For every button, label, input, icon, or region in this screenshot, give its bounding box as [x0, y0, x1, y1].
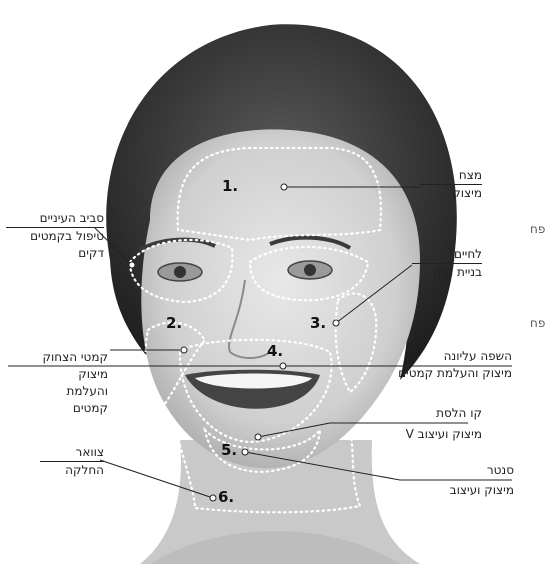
- marker-4: [280, 363, 286, 369]
- label-lip-title: השפה עליונה: [375, 348, 512, 365]
- label-neck: צוואר החלקה: [40, 444, 104, 479]
- label-upper-lip: השפה עליונה מיצוק והעלמת קמטים: [375, 348, 512, 382]
- label-jawline: קו הלסת מיצוק ועיצוב V: [392, 405, 482, 443]
- label-neck-line1: החלקה: [40, 462, 104, 479]
- label-laugh-line2: והעלמת: [8, 383, 108, 400]
- label-eyes-line2: דקים: [6, 245, 104, 262]
- label-laugh-title: קמטי הצחוק: [8, 349, 108, 366]
- zone-number-2: 2.: [166, 314, 182, 332]
- zone-number-1: 1.: [222, 177, 238, 195]
- label-laugh-line3: קמטים: [8, 400, 108, 417]
- edge-fragment-1: פח: [530, 222, 545, 236]
- label-forehead-title: מצח: [420, 167, 482, 185]
- label-laugh-lines: קמטי הצחוק מיצוק והעלמת קמטים: [8, 349, 108, 417]
- zone-number-6: 6.: [218, 488, 234, 506]
- label-chin: סנטר מיצוק ועיצוב: [440, 462, 514, 499]
- label-eyes: סביב העיניים טיפול בקמטים דקים: [6, 210, 104, 262]
- marker-2: [181, 347, 187, 353]
- marker-3: [333, 320, 339, 326]
- zone-number-3: 3.: [310, 314, 326, 332]
- marker-eyes: [129, 262, 135, 268]
- label-laugh-line1: מיצוק: [8, 366, 108, 383]
- label-lip-line1: מיצוק והעלמת קמטים: [375, 365, 512, 382]
- marker-6: [210, 495, 216, 501]
- zone-number-5: 5.: [221, 441, 237, 459]
- label-chin-title: סנטר: [440, 462, 514, 479]
- label-jaw-line1: מיצוק ועיצוב V: [392, 426, 482, 443]
- label-jaw-title: קו הלסת: [392, 405, 482, 422]
- edge-fragment-2: פח: [530, 316, 545, 330]
- label-eyes-title: סביב העיניים: [6, 210, 104, 228]
- label-cheeks-line1: בניית נפח: [412, 264, 482, 281]
- zone-number-4: 4.: [267, 342, 283, 360]
- label-neck-title: צוואר: [40, 444, 104, 462]
- label-eyes-line1: טיפול בקמטים: [6, 228, 104, 245]
- label-forehead: מצח מיצוק: [420, 167, 482, 202]
- label-forehead-line1: מיצוק: [420, 185, 482, 202]
- label-cheeks: לחיים בניית נפח: [412, 246, 482, 281]
- label-chin-line1: מיצוק ועיצוב: [440, 482, 514, 499]
- label-cheeks-title: לחיים: [412, 246, 482, 264]
- face: [141, 129, 420, 468]
- marker-5: [242, 449, 248, 455]
- marker-1: [281, 184, 287, 190]
- marker-jaw: [255, 434, 261, 440]
